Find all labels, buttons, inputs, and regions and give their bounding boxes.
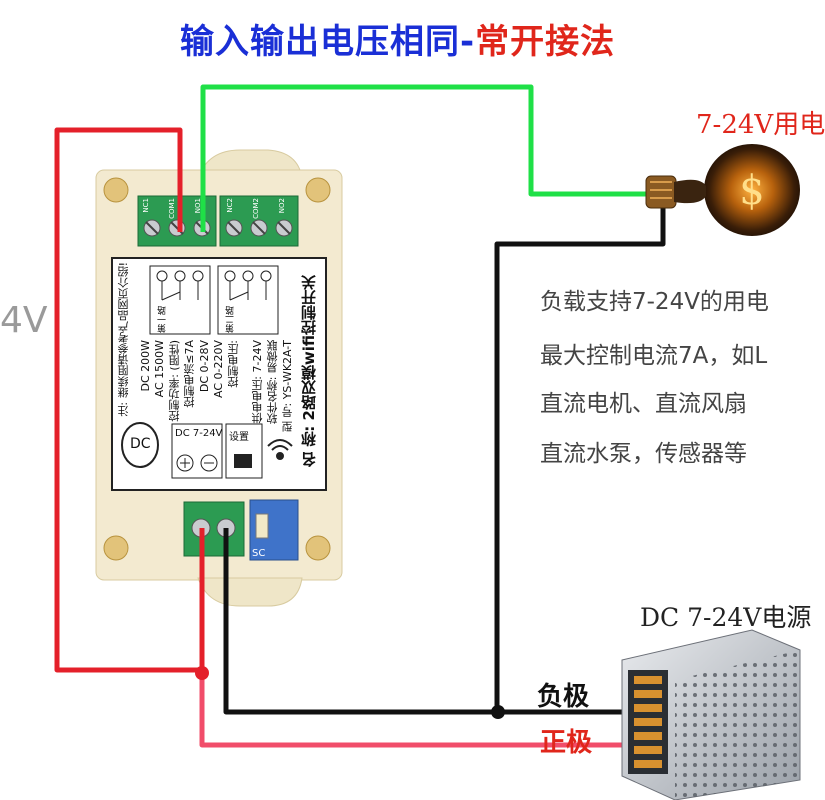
title-part-1: 输入输出电压相同-	[180, 22, 476, 62]
terminal-screw-icon	[143, 219, 293, 237]
power-supply-icon	[621, 629, 801, 800]
module-model-line: 型 号: YS-WK2A-T	[281, 340, 294, 432]
bulb-return-wire	[494, 205, 666, 712]
mount-hole-icon	[103, 535, 129, 561]
red-junction-icon	[195, 666, 209, 680]
description-line: 负载支持7-24V的用电	[540, 289, 769, 315]
wifi-icon	[267, 439, 293, 460]
positive-wire	[199, 670, 630, 748]
mount-hole-icon	[305, 177, 331, 203]
module-software-line: 软件名称: 易微联	[266, 340, 279, 425]
bulb-label: 7-24V用电	[696, 110, 825, 140]
terminal-label: NO1	[194, 198, 202, 214]
black-junction-icon	[491, 705, 505, 719]
module-power-line: 控制功率: (阻性)	[168, 340, 181, 422]
svg-text:$: $	[739, 168, 764, 214]
module-current-line: 控制电流≤7A	[183, 340, 196, 408]
left-voltage-label: 4V	[0, 300, 48, 341]
mount-hole-icon	[103, 177, 129, 203]
relay-contact-icon	[156, 270, 272, 301]
plus-terminal-icon	[176, 454, 194, 472]
light-bulb-icon: $	[645, 144, 800, 236]
psu-terminal-icon	[634, 676, 662, 768]
wires	[54, 84, 666, 748]
red-wire	[54, 127, 205, 673]
module-dc-range: DC 0-28V	[198, 340, 211, 393]
dc-badge: DC	[130, 436, 151, 452]
module-ac-range: AC 0-220V	[212, 340, 225, 398]
relay2-label: 第二路	[226, 306, 236, 333]
description-line: 直流水泵，传感器等	[540, 441, 747, 467]
terminal-label: COM2	[252, 198, 260, 219]
module-control-voltage: 控制电压:	[227, 340, 240, 388]
terminal-label: COM1	[168, 198, 176, 219]
setup-button-icon	[234, 454, 252, 468]
module-note-line: 注: 继续阻请参考产品网页介绍!	[117, 262, 130, 417]
setup-label: 设置	[229, 432, 249, 443]
relay1-label: 第一路	[158, 306, 168, 333]
positive-label: 正极	[540, 728, 593, 758]
dc-supply-box-label: DC 7-24V	[175, 428, 223, 439]
description-line: 直流电机、直流风扇	[540, 391, 747, 417]
module-supply-line: 供电电压: 7-24V	[251, 340, 264, 424]
negative-label: 负极	[537, 682, 590, 712]
title-part-2: 常开接法	[475, 22, 616, 62]
minus-terminal-icon	[200, 454, 218, 472]
terminal-label: NC2	[226, 198, 234, 213]
description-line: 最大控制电流7A，如L	[540, 343, 768, 369]
wiring-diagram: $ 输入输出电压相同-常开接法 7-24V用电 4V 负载支持7-24V的用电 …	[0, 14, 825, 800]
module-dc-power: DC 200W	[139, 340, 152, 392]
mount-hole-icon	[305, 535, 331, 561]
module-ac-power: AC 1500W	[153, 340, 166, 398]
power-supply-label: DC 7-24V电源	[640, 603, 812, 632]
module-name-line: 名 称: 2路双模wifi控制开关	[300, 275, 318, 467]
diagram-svg: $	[54, 84, 801, 800]
sc-label: SC	[252, 548, 266, 559]
terminal-label: NC1	[142, 198, 150, 213]
terminal-label: NO2	[278, 198, 286, 214]
green-wire	[200, 84, 648, 232]
diagram-title: 输入输出电压相同-常开接法	[180, 14, 615, 63]
